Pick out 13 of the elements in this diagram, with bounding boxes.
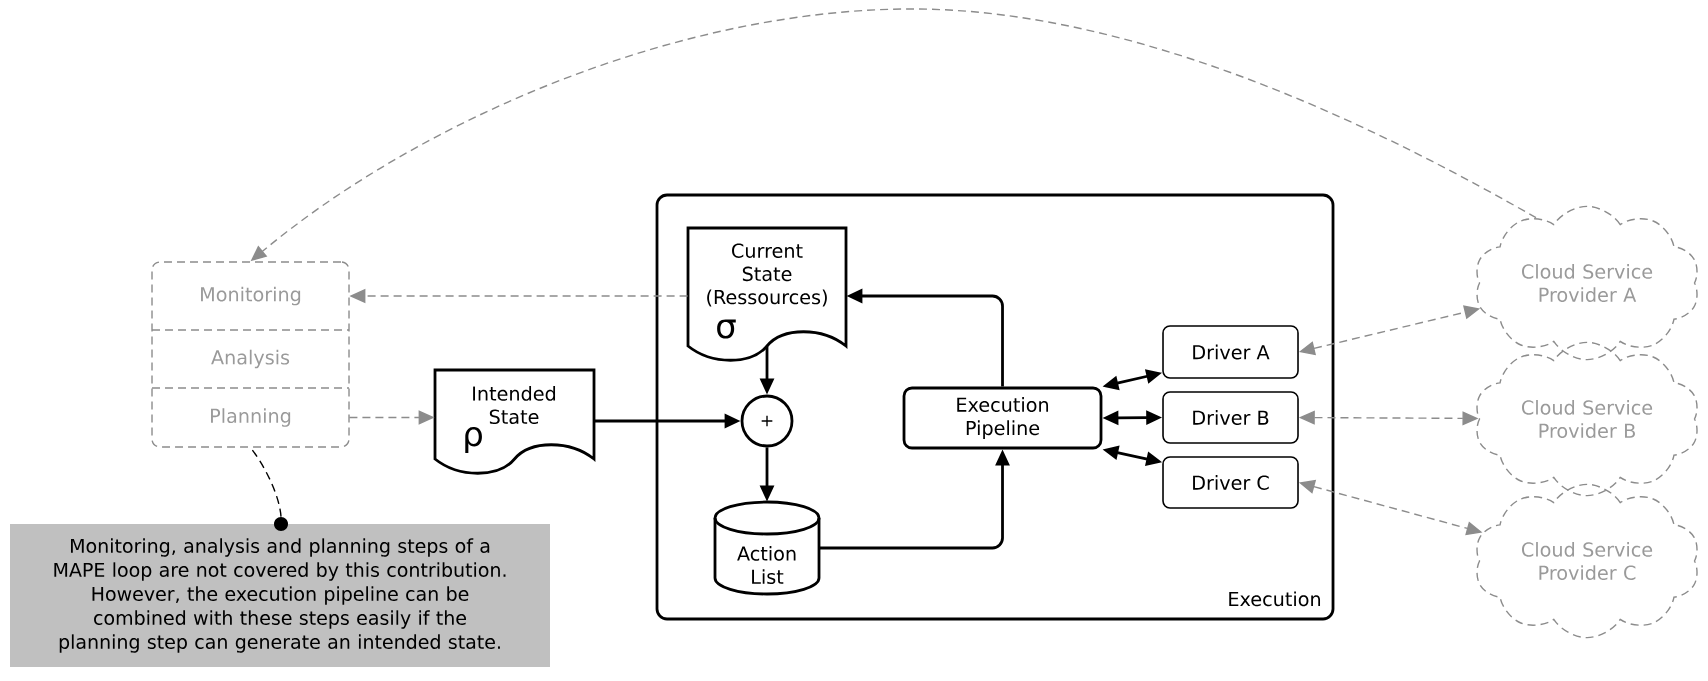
driver-box: Driver B [1162, 391, 1299, 444]
note-box: Monitoring, analysis and planning steps of a MAPE loop are not covered by this contribution. However, the execution pipeline can be combined with these steps easily if the planning step can generate an intended state. [10, 524, 550, 667]
stage-label: Monitoring [201, 286, 301, 306]
greek-symbol: σ [717, 319, 736, 339]
leader-dot [274, 517, 288, 531]
process-box: Execution Pipeline [902, 386, 1103, 450]
stage-label: Analysis [211, 349, 290, 369]
driver-box: Driver A [1162, 325, 1299, 379]
dashed-box [151, 261, 350, 448]
greek-symbol: ρ [465, 426, 482, 454]
driver-box: Driver C [1162, 456, 1299, 509]
stage-label: Planning [211, 408, 291, 427]
leader-line [249, 447, 282, 518]
